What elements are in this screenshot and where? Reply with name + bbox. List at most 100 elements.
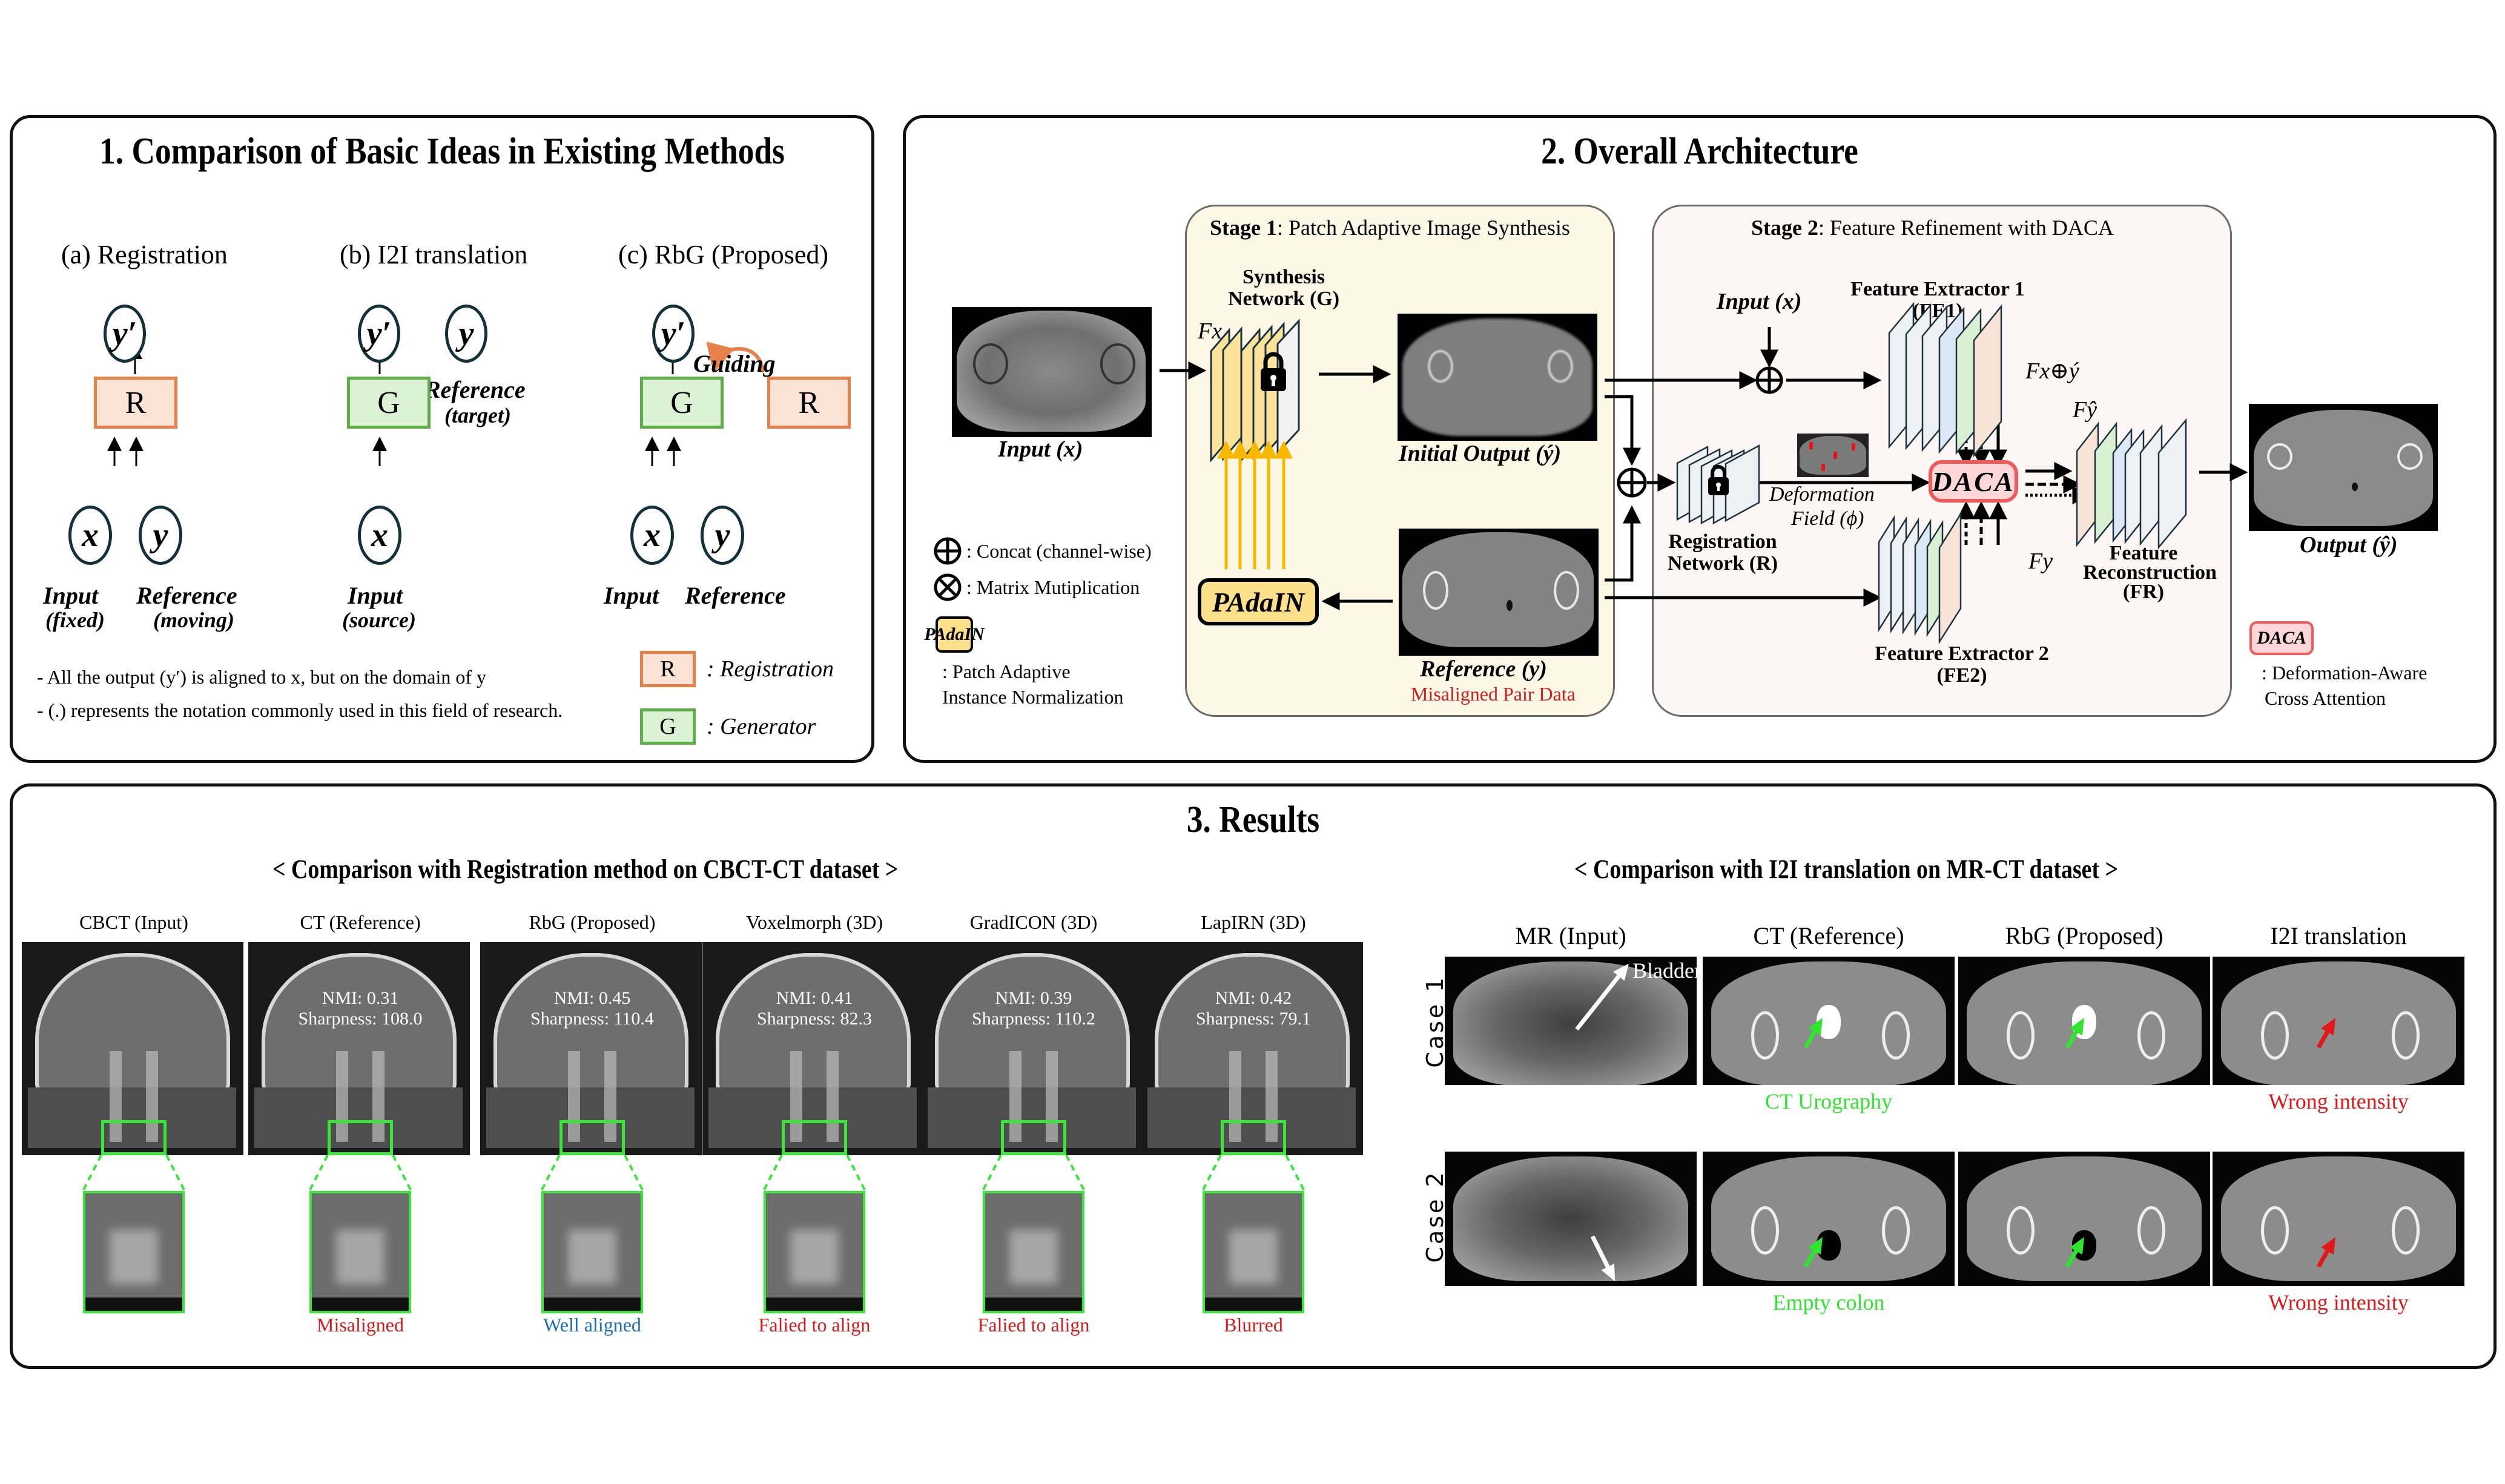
ct-image [1958, 957, 2210, 1085]
legend-text-registration: : Registration [707, 656, 834, 682]
fe1-layers [1888, 302, 2002, 458]
daca-legend-key: DACA [2249, 621, 2314, 655]
synthesis-label-line1: Synthesis [1242, 266, 1325, 288]
alignment-status: Misaligned [317, 1314, 404, 1336]
roi-box [1221, 1120, 1286, 1155]
alignment-status: Falied to align [758, 1314, 871, 1336]
node-x-b: x [358, 506, 401, 565]
label-reference-c: Reference [685, 582, 786, 609]
label-input-c: Input [604, 582, 659, 609]
roi-box [328, 1120, 393, 1155]
matmul-legend-text: : Matrix Mutiplication [966, 576, 1140, 598]
registration-comparison-subtitle: < Comparison with Registration method on… [272, 854, 899, 884]
pointer-arrow-icon-head [1601, 1264, 1616, 1282]
sharpness-value: Sharpness: 108.0 [298, 1009, 423, 1029]
ct-image [1703, 957, 1955, 1085]
sharpness-value: Sharpness: 82.3 [757, 1009, 872, 1029]
section3-title: 3. Results [1186, 799, 1320, 840]
reference-annotation: CT Urography [1764, 1089, 1893, 1113]
label-input-a: Input [43, 582, 99, 609]
daca-legend-text-2: Cross Attention [2265, 687, 2386, 709]
roi-zoom-image [541, 1191, 643, 1313]
label-input-b: Input [348, 582, 403, 609]
deformation-label-1: Deformation [1769, 483, 1875, 506]
roi-box [559, 1120, 625, 1155]
stage2-title-rest: : Feature Refinement with DACA [1818, 216, 2114, 240]
stage2-title-bold: Stage 2 [1751, 216, 1818, 240]
coronal-ct-image [922, 942, 1143, 1155]
method-header: CT (Reference) [300, 911, 421, 933]
coronal-ct-image [702, 942, 924, 1155]
i2i-error-annotation: Wrong intensity [2268, 1290, 2409, 1314]
concat-legend-icon [934, 537, 962, 565]
method-header: LapIRN (3D) [1201, 911, 1306, 933]
pointer-arrow-icon-head [1613, 963, 1629, 981]
generator-box-b: G [347, 377, 431, 429]
initial-output-image [1398, 314, 1597, 441]
modality-header: I2I translation [2270, 922, 2407, 949]
roi-box [1001, 1120, 1066, 1155]
padain-block: PAdaIN [1198, 578, 1319, 625]
deformation-field-thumbnail [1797, 434, 1869, 477]
method-header: RbG (Proposed) [529, 911, 656, 933]
pointer-arrow-icon [1590, 1235, 1613, 1274]
legend-key-registration: R [640, 651, 696, 687]
stage1-title-bold: Stage 1 [1210, 216, 1277, 240]
initial-output-label: Initial Output (ý) [1399, 441, 1562, 466]
good-arrow-icon-head [2070, 1237, 2084, 1255]
fe1-label-line1: Feature Extractor 1 [1850, 278, 2025, 300]
section-comparison-panel: 1. Comparison of Basic Ideas in Existing… [10, 115, 874, 763]
roi-box [782, 1120, 847, 1155]
node-x-a: x [68, 506, 112, 565]
i2i-comparison-subtitle: < Comparison with I2I translation on MR-… [1574, 854, 2119, 884]
label-reference-a: Reference [136, 582, 237, 609]
fyhat-label: Fŷ [2073, 397, 2097, 423]
concat-icon [1617, 366, 1783, 498]
alignment-status: Blurred [1224, 1314, 1283, 1336]
fe2-label-line2: (FE2) [1936, 664, 1987, 687]
daca-legend-text-1: : Deformation-Aware [2262, 662, 2427, 684]
output-image [2249, 404, 2438, 531]
coronal-ct-image [248, 942, 470, 1155]
mr-image [1445, 1152, 1697, 1286]
reference-image [1399, 529, 1599, 656]
label-moving-a: (moving) [153, 608, 234, 632]
nmi-value: NMI: 0.42 [1215, 988, 1292, 1008]
section2-title: 2. Overall Architecture [1541, 131, 1858, 172]
registration-lock-icon [1708, 465, 1729, 495]
modality-header: RbG (Proposed) [2005, 922, 2163, 949]
padain-legend-text-2: Instance Normalization [942, 686, 1124, 708]
mr-image [1445, 957, 1697, 1085]
pointer-arrow-icon [1575, 969, 1625, 1031]
roi-zoom-image [1203, 1191, 1304, 1313]
matmul-legend-icon [934, 573, 962, 601]
legend-text-generator: : Generator [707, 714, 816, 739]
section1-title: 1. Comparison of Basic Ideas in Existing… [99, 131, 785, 172]
good-arrow-icon-head [1808, 1018, 1823, 1036]
input-mr-image [952, 307, 1152, 437]
node-y-prime-c: y′ [652, 305, 695, 363]
nmi-value: NMI: 0.41 [776, 988, 853, 1008]
node-y-b: y [445, 305, 487, 363]
node-y-prime-b: y′ [358, 305, 400, 363]
method-header: Voxelmorph (3D) [745, 911, 883, 933]
roi-zoom-image [764, 1191, 865, 1313]
padain-legend-text-1: : Patch Adaptive [942, 661, 1071, 682]
organ-annotation: Bladder [1632, 958, 1701, 983]
fe2-label: Feature Extractor 2 (FE2) [1868, 643, 2056, 687]
good-arrow-icon-head [2070, 1018, 2084, 1036]
coronal-ct-image [480, 942, 702, 1155]
good-arrow-icon-head [1808, 1237, 1823, 1255]
label-reference-b: Reference [424, 376, 526, 403]
roi-box [101, 1120, 167, 1155]
label-target-b: (target) [444, 403, 511, 427]
label-source-b: (source) [342, 608, 416, 632]
